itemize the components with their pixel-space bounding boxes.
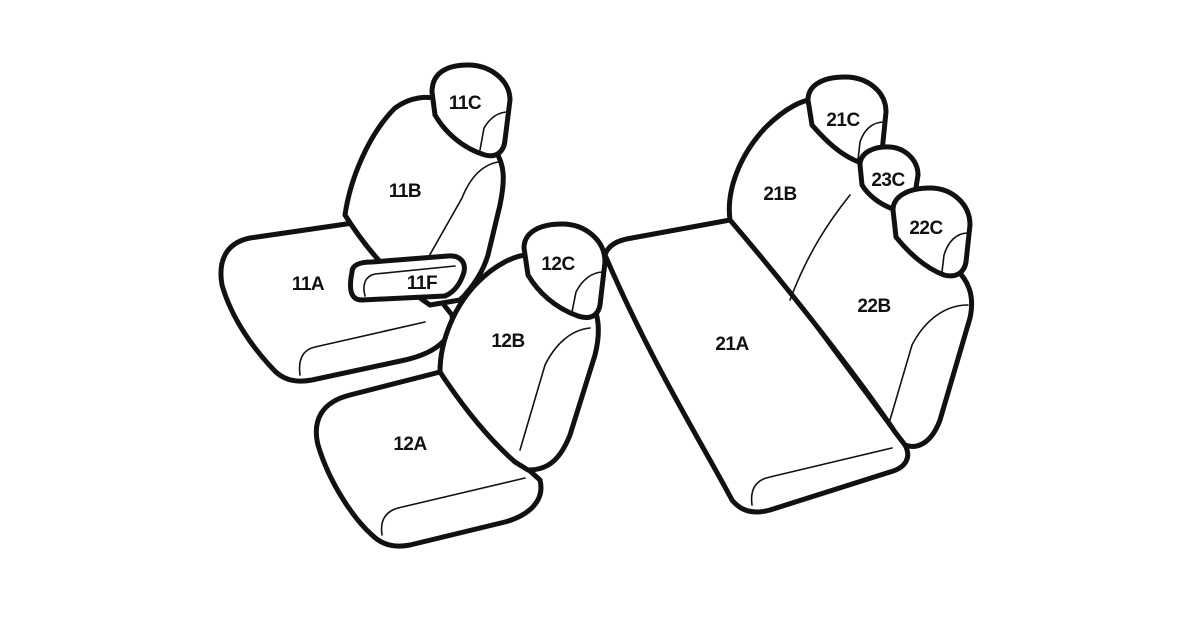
- part-12B-seam: [519, 327, 591, 451]
- label-11C: 11C: [449, 93, 482, 114]
- label-21C: 21C: [826, 110, 860, 131]
- label-12A: 12A: [393, 434, 427, 455]
- part-21A-seam: [750, 447, 893, 506]
- part-12A-cushion: [313, 369, 544, 549]
- label-22B: 22B: [857, 296, 890, 317]
- part-11F-seam: [363, 265, 456, 297]
- part-22B-seam: [889, 304, 969, 421]
- part-22C-headrest: [890, 185, 973, 279]
- part-21B-22B-backrest: [726, 97, 975, 449]
- label-11F: 11F: [407, 273, 437, 294]
- label-12C: 12C: [541, 254, 575, 275]
- rear-bench: 21A 21B 21C 22B 22C 23C: [602, 74, 975, 515]
- part-11C-seam: [479, 111, 509, 151]
- label-21A: 21A: [715, 334, 749, 355]
- part-12C-seam: [571, 271, 604, 313]
- label-12B: 12B: [491, 331, 524, 352]
- label-23C: 23C: [871, 170, 905, 191]
- label-21B: 21B: [763, 184, 796, 205]
- label-22C: 22C: [909, 218, 943, 239]
- part-12A-seam: [380, 477, 526, 536]
- part-22C-seam: [941, 232, 969, 273]
- label-11A: 11A: [292, 274, 325, 295]
- part-11B-seam: [427, 161, 499, 259]
- part-21C-seam: [857, 121, 885, 161]
- label-11B: 11B: [389, 181, 421, 202]
- front-seat-12: 12A 12B 12C: [313, 221, 608, 549]
- part-21A-cushion: [602, 217, 911, 515]
- part-12C-headrest: [521, 221, 608, 321]
- front-seat-11: 11A 11B 11C 11F: [218, 62, 513, 384]
- part-11A-seam: [298, 321, 426, 376]
- part-11F-armrest: [347, 253, 467, 303]
- part-backrest-divider: [789, 194, 851, 301]
- part-11C-headrest: [429, 62, 513, 159]
